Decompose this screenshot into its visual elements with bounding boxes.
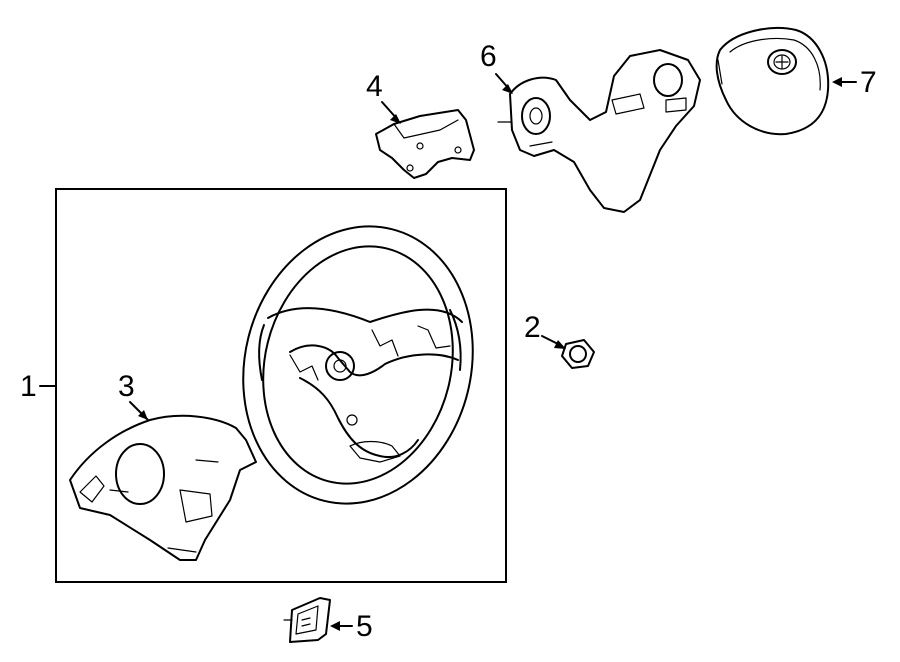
callout-6-arrowhead — [502, 84, 513, 94]
callout-4-label: 4 — [366, 70, 383, 103]
callout-3-label: 3 — [118, 370, 135, 403]
callout-5-arrowhead — [330, 621, 340, 631]
steering-switch-icon[interactable] — [283, 597, 331, 643]
switch-bracket-icon[interactable] — [375, 109, 475, 179]
callout-5-label: 5 — [356, 610, 373, 643]
callout-1-label: 1 — [20, 370, 37, 403]
airbag-module-icon[interactable] — [715, 27, 830, 136]
callout-4-arrowhead — [390, 114, 401, 124]
callout-2-arrowhead — [554, 340, 566, 349]
lower-cover-icon[interactable] — [69, 414, 257, 561]
steering-wheel-assembly-icon[interactable] — [214, 202, 501, 528]
hex-nut-icon[interactable] — [561, 339, 595, 369]
spoke-cover-icon[interactable] — [497, 49, 701, 213]
callout-7-label: 7 — [860, 66, 877, 99]
callout-3-arrowhead — [138, 410, 148, 420]
callout-7-arrowhead — [832, 77, 842, 87]
callout-2-label: 2 — [524, 311, 541, 344]
callout-6-label: 6 — [480, 40, 497, 73]
